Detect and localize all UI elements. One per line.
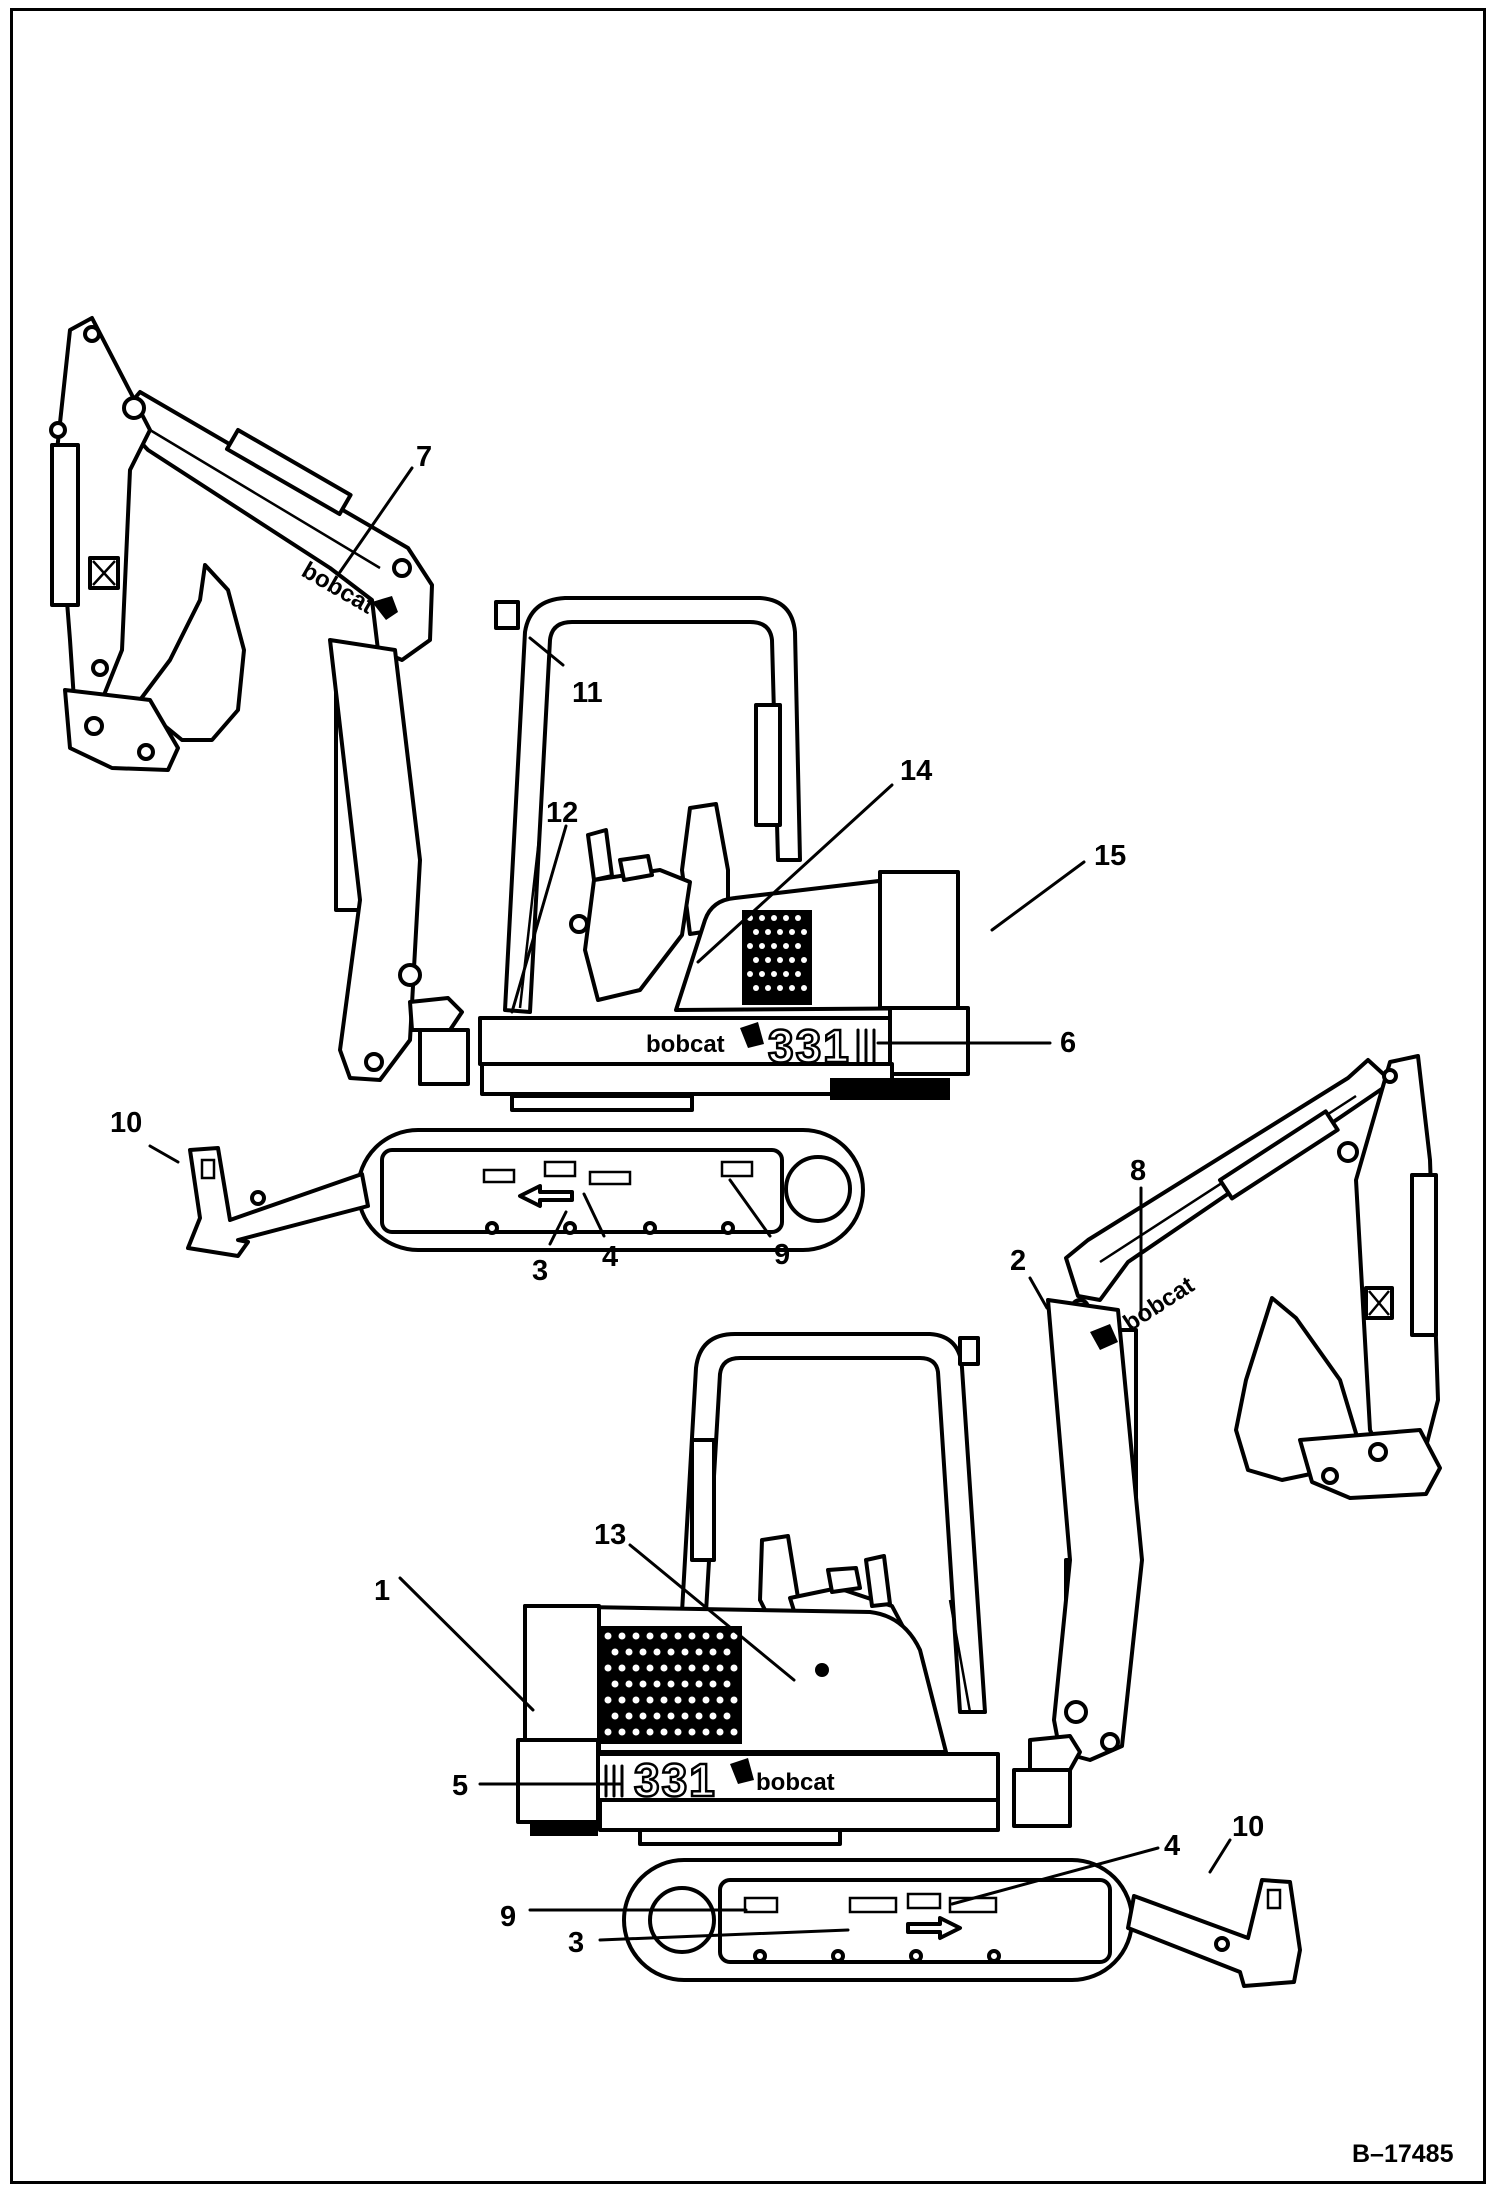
bottom-frame-bobcat-logo-icon	[730, 1758, 754, 1784]
top-boom-bobcat-logo-icon	[372, 596, 398, 620]
top-model-number: 331	[768, 1020, 851, 1072]
callout-7: 7	[416, 441, 432, 473]
drawing-border	[10, 8, 1486, 2184]
callout-3-top: 3	[532, 1255, 548, 1287]
callout-9-top: 9	[774, 1239, 790, 1271]
callout-11: 11	[572, 677, 603, 709]
callout-10-top: 10	[110, 1107, 142, 1139]
callout-1: 1	[374, 1575, 390, 1607]
leader-lines	[148, 466, 1232, 1942]
bottom-dozer-blade	[1126, 1878, 1302, 1988]
bottom-bucket	[1234, 1296, 1360, 1482]
bottom-canopy	[680, 1332, 987, 1714]
callout-5: 5	[452, 1770, 468, 1802]
callout-4-bottom: 4	[1164, 1830, 1180, 1862]
drawing-code: B–17485	[1352, 2140, 1454, 2168]
bottom-model-number: 331	[634, 1754, 717, 1806]
callout-15: 15	[1094, 840, 1126, 872]
top-track	[356, 1128, 865, 1252]
top-excavator: bobcat bobcat	[49, 316, 970, 1258]
callout-labels: 7 11 14 12 15 6 10 3 4 9 8 2 13 1 5 4 10…	[110, 441, 1264, 1959]
callout-3-bottom: 3	[568, 1927, 584, 1959]
callout-12: 12	[546, 797, 578, 829]
top-boom	[116, 390, 434, 662]
top-frame-brand-text: bobcat	[646, 1031, 725, 1058]
callout-4-top: 4	[602, 1241, 618, 1273]
top-bucket	[138, 563, 246, 742]
callout-9-bottom: 9	[500, 1901, 516, 1933]
bottom-engine-grille	[598, 1626, 742, 1744]
top-upper-frame	[478, 1016, 970, 1066]
bottom-frame-brand-text: bobcat	[756, 1769, 835, 1796]
bottom-boom-bobcat-logo-icon	[1090, 1324, 1118, 1350]
bottom-boom-brand-text: bobcat	[1119, 1272, 1200, 1337]
callout-8: 8	[1130, 1155, 1146, 1187]
callout-13: 13	[594, 1519, 626, 1551]
top-frame-bobcat-logo-icon	[740, 1022, 764, 1048]
callout-14: 14	[900, 755, 932, 787]
top-engine-grille	[742, 910, 812, 1005]
callout-2: 2	[1010, 1245, 1026, 1277]
top-dozer-blade	[186, 1146, 370, 1258]
callout-10-bottom: 10	[1232, 1811, 1264, 1843]
bottom-track	[622, 1858, 1134, 1982]
callout-6: 6	[1060, 1027, 1076, 1059]
top-canopy	[503, 596, 802, 1014]
